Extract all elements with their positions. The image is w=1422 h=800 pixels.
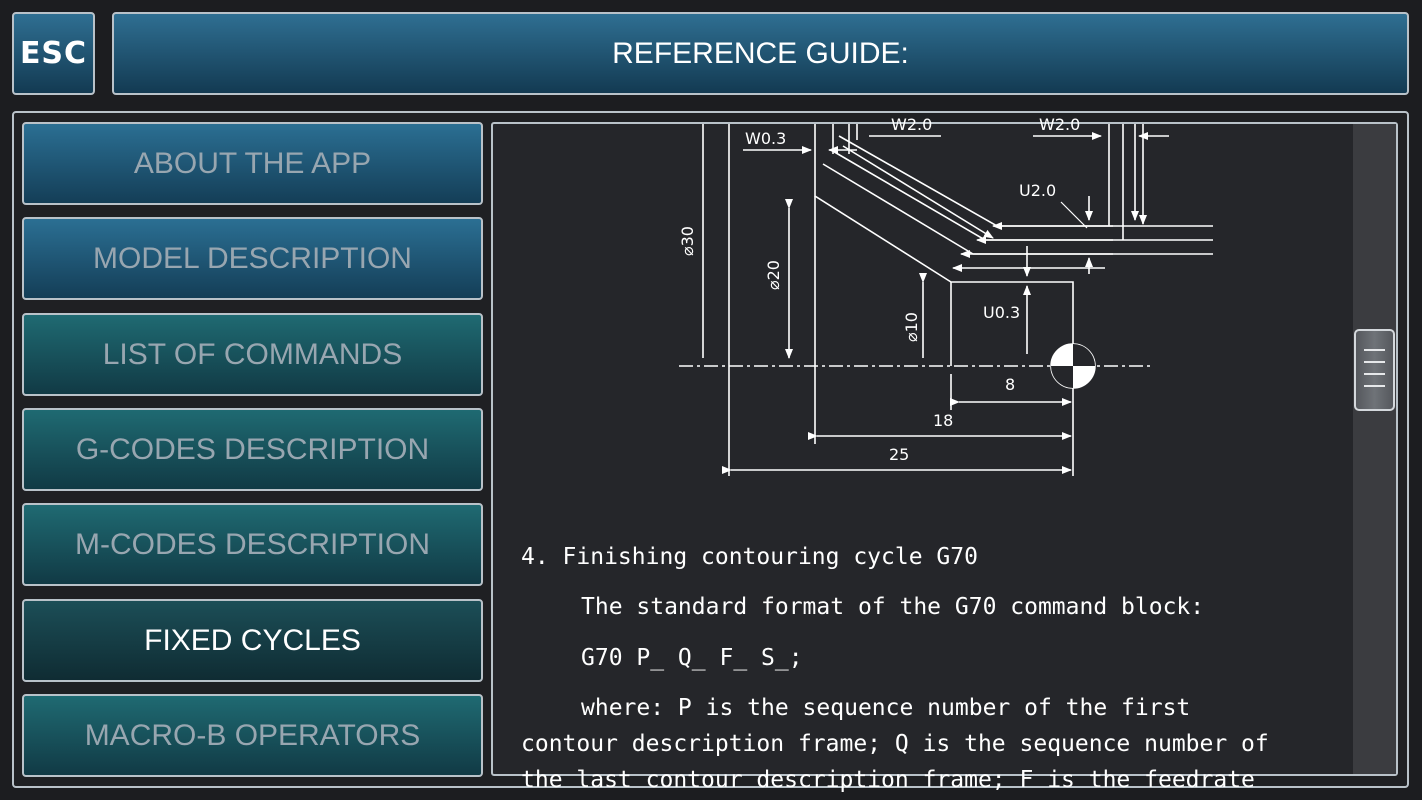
page-title: REFERENCE GUIDE: [112,12,1409,95]
label-dim-8: 8 [1005,375,1015,394]
menu-item-m-codes-description[interactable]: M-CODES DESCRIPTION [22,503,483,586]
grip-line [1364,349,1385,351]
menu-item-list-of-commands[interactable]: LIST OF COMMANDS [22,313,483,396]
menu-item-about-the-app[interactable]: ABOUT THE APP [22,122,483,205]
label-dim-25: 25 [889,445,909,464]
param-description-line2: contour description frame; Q is the sequ… [521,731,1269,757]
menu-item-label: ABOUT THE APP [133,146,372,180]
datum-symbol [1050,343,1096,389]
grip-line [1364,385,1385,387]
menu-item-model-description[interactable]: MODEL DESCRIPTION [22,217,483,300]
menu-item-g-codes-description[interactable]: G-CODES DESCRIPTION [22,408,483,491]
grip-line [1364,373,1385,375]
param-description-line1: where: P is the sequence number of the f… [581,695,1191,721]
format-description: The standard format of the G70 command b… [581,594,1205,620]
reference-content: W0.3 W2.0 W2.0 U2.0 U0.3 8 18 25 ⌀30 ⌀20… [491,115,1398,793]
menu-item-fixed-cycles[interactable]: FIXED CYCLES [22,599,483,682]
label-w20-left: W2.0 [891,115,932,134]
menu-item-macro-b-operators[interactable]: MACRO-B OPERATORS [22,694,483,777]
label-dia-10: ⌀10 [902,312,921,342]
menu-item-label: MODEL DESCRIPTION [93,241,412,275]
menu-item-label: MACRO-B OPERATORS [84,718,421,752]
label-dia-20: ⌀20 [764,260,783,290]
esc-button[interactable]: ESC [12,12,95,95]
label-dim-18: 18 [933,411,953,430]
menu-item-label: M-CODES DESCRIPTION [74,527,431,561]
scrollbar-thumb[interactable] [1354,329,1395,411]
param-description-line3: the last contour description frame; F is… [521,767,1255,793]
label-w20-right: W2.0 [1039,115,1080,134]
label-w03: W0.3 [745,129,786,148]
section-heading: 4. Finishing contouring cycle G70 [521,544,978,570]
scrollbar-track[interactable] [1353,124,1396,774]
label-u20: U2.0 [1019,181,1056,200]
grip-line [1364,361,1385,363]
menu-item-label: G-CODES DESCRIPTION [75,432,430,466]
command-format: G70 P_ Q_ F_ S_; [581,645,803,671]
menu-item-label: LIST OF COMMANDS [102,337,403,371]
label-u03: U0.3 [983,303,1020,322]
g70-contour-diagram: W0.3 W2.0 W2.0 U2.0 U0.3 8 18 25 ⌀30 ⌀20… [678,115,1213,476]
menu-item-label: FIXED CYCLES [144,623,361,657]
label-dia-30: ⌀30 [678,226,697,256]
